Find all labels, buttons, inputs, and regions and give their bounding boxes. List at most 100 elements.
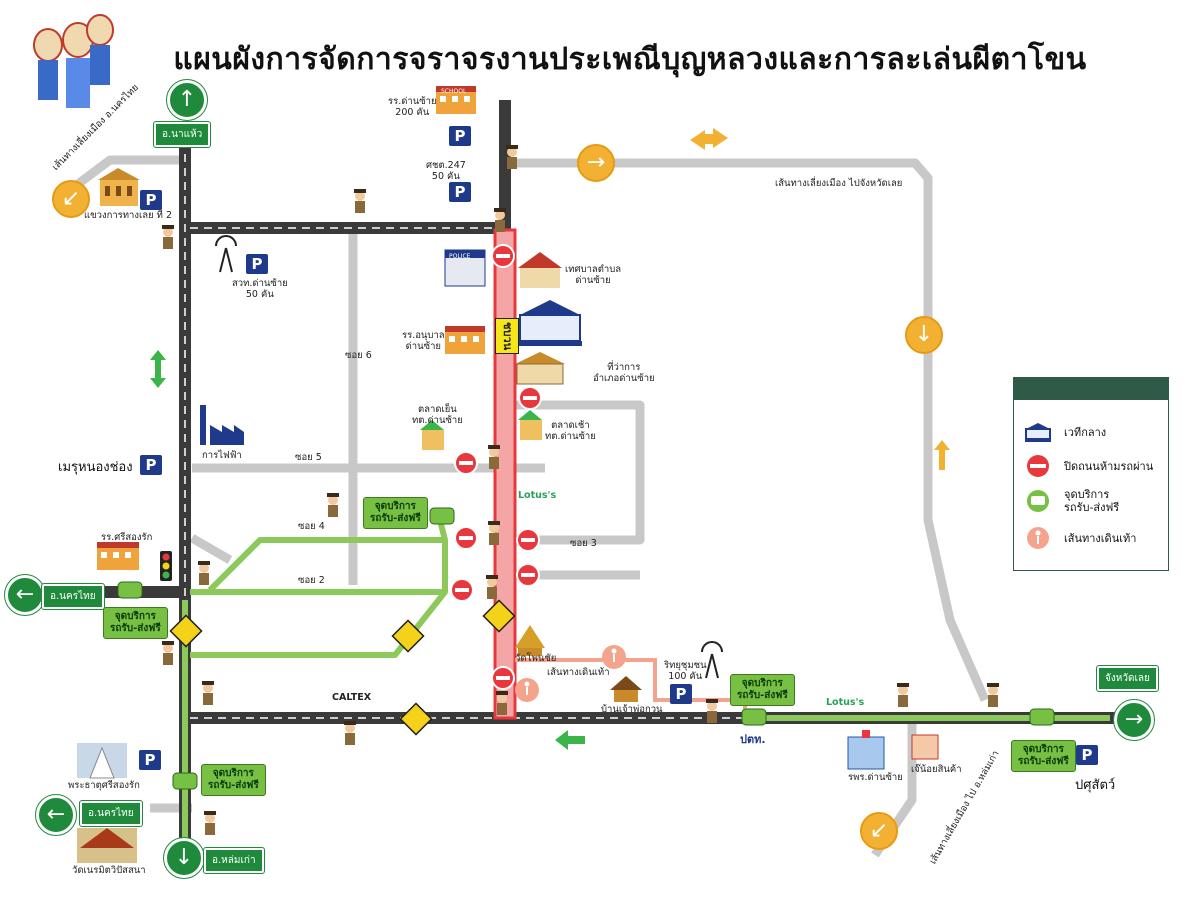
label-soi-4: ซอย 4 <box>298 521 325 532</box>
pedestrian-icon <box>602 645 626 669</box>
parking-icon: P <box>139 750 161 770</box>
label-school-badge: SCHOOL <box>441 88 467 95</box>
traffic-light-icon <box>160 551 172 581</box>
service-point: จุดบริการ รถรับ-ส่งฟรี <box>103 607 168 639</box>
label-meru: เมรุหนองช่อง <box>58 460 133 475</box>
parking-icon: P <box>140 190 162 210</box>
main-roads <box>30 100 1115 860</box>
label-soi-2: ซอย 2 <box>298 575 325 586</box>
right-arrow-icon: → <box>1113 699 1155 741</box>
label-soi-5: ซอย 5 <box>295 452 322 463</box>
police-officer-icon <box>488 521 500 545</box>
pagoda-image <box>77 743 127 779</box>
police-officer-icon <box>327 493 339 517</box>
no-entry-icon <box>1027 455 1049 477</box>
police-officer-icon <box>202 681 214 705</box>
road-dashes <box>184 140 1115 860</box>
label-wat-phon-chai: วัดโพนชัย <box>515 653 557 664</box>
shrine-building <box>610 676 642 702</box>
label-ptt: ปตท. <box>740 733 766 746</box>
label-municipality: เทศบาลตำบล ด่านซ้าย <box>565 264 622 286</box>
label-radio-station: สวท.ด่านซ้าย 50 คัน <box>232 278 288 300</box>
legend-label: เวทีกลาง <box>1064 425 1107 439</box>
parking-icon: P <box>140 455 162 475</box>
legend-row-service: จุดบริการ รถรับ-ส่งฟรี <box>1024 488 1119 514</box>
two-way-arrows-icon <box>934 440 950 470</box>
label-parade-road: ชบวน <box>495 318 519 355</box>
map-legend: เวทีกลาง ปิดถนนห้ามรถผ่าน จุดบริการ รถรั… <box>1013 377 1169 571</box>
label-evening-market: ตลาดเย็น ทต.ด่านซ้าย <box>412 404 463 426</box>
parking-icon: P <box>449 182 471 202</box>
municipality-building <box>518 252 562 288</box>
radio-tower-icon <box>215 235 237 273</box>
district-office-building <box>515 352 565 385</box>
service-point: จุดบริการ รถรับ-ส่งฟรี <box>363 497 428 529</box>
legend-label: จุดบริการ รถรับ-ส่งฟรี <box>1064 488 1120 514</box>
label-livestock: ปศุสัตว์ <box>1075 778 1116 793</box>
legend-row-closed: ปิดถนนห้ามรถผ่าน <box>1024 454 1153 478</box>
label-soi-3: ซอย 3 <box>570 538 597 549</box>
service-point: จุดบริการ รถรับ-ส่งฟรี <box>201 764 266 796</box>
two-way-arrows-icon <box>150 350 166 388</box>
police-officer-icon <box>204 811 216 835</box>
police-officer-icon <box>494 208 506 232</box>
label-phra-that: พระธาตุศรีสองรัก <box>68 780 140 791</box>
police-officer-icon <box>354 189 366 213</box>
legend-label: เส้นทางเดินเท้า <box>1064 531 1137 545</box>
label-lotus: Lotus's <box>518 490 557 501</box>
police-officer-icon <box>897 683 909 707</box>
warning-merge-icon <box>399 702 433 736</box>
pedestrian-icon <box>515 678 539 702</box>
label-walk-route: เส้นทางเดินเท้า <box>547 667 610 678</box>
police-officer-icon <box>162 225 174 249</box>
no-entry-icon <box>454 526 478 550</box>
service-point: จุดบริการ รถรับ-ส่งฟรี <box>730 674 795 706</box>
label-wat-nerammit: วัดเนรมิตวิปัสสนา <box>72 865 146 876</box>
label-chen-noi: เจ๊น้อยสินค้า <box>911 764 962 775</box>
school-icon <box>97 542 139 570</box>
road-sign-nakhon-thai: อ.นครไทย <box>79 800 143 827</box>
bus-icon <box>429 507 455 525</box>
left-arrow-icon: ↙ <box>52 180 90 218</box>
label-lotus: Lotus's <box>826 697 865 708</box>
police-officer-icon <box>496 691 508 715</box>
legend-row-walk: เส้นทางเดินเท้า <box>1024 526 1136 550</box>
no-entry-icon <box>518 386 542 410</box>
closed-markers <box>450 244 542 690</box>
highway-office-building <box>98 168 140 206</box>
two-way-arrows-icon <box>690 128 728 150</box>
legend-row-stage: เวทีกลาง <box>1024 421 1106 443</box>
label-rit-yu-chon: ริทยุชุมชน 100 คัน <box>664 660 707 682</box>
bus-icon <box>172 772 198 790</box>
label-highway-office: แขวงการทางเลย ที่ 2 <box>84 210 172 221</box>
parking-icon: P <box>449 126 471 146</box>
bus-icon <box>1027 490 1049 512</box>
police-officer-icon <box>198 561 210 585</box>
no-entry-icon <box>491 666 515 690</box>
evening-market-stall <box>420 420 444 450</box>
left-arrow-icon: ← <box>4 574 46 616</box>
school-icon <box>436 86 476 114</box>
label-school-si-song-rak: รร.ศรีสองรัก <box>101 532 153 543</box>
police-officers <box>162 145 999 835</box>
parking-icon: P <box>670 684 692 704</box>
right-arrow-icon: → <box>577 144 615 182</box>
down-arrow-icon: ↓ <box>163 837 205 879</box>
closed-road <box>493 228 517 720</box>
label-bypass-loei: เส้นทางเลี่ยงเมือง ไปจังหวัดเลย <box>775 178 903 189</box>
radio-tower-icon <box>701 641 723 679</box>
no-entry-icon <box>516 528 540 552</box>
no-entry-icon <box>454 451 478 475</box>
phi-ta-khon-mascot <box>33 14 114 108</box>
stage-icon <box>1025 423 1051 442</box>
factory-icon <box>200 405 244 445</box>
down-arrow-icon: ↙ <box>860 812 898 850</box>
warning-merge-icon <box>482 599 516 633</box>
shop-building <box>911 734 939 760</box>
label-hospital: รพร.ด่านซ้าย <box>848 772 903 783</box>
legend-header <box>1014 378 1168 400</box>
label-power-office: การไฟฟ้า <box>202 450 242 461</box>
police-station-building <box>444 249 486 287</box>
label-police-badge: POLICE <box>449 253 471 260</box>
label-district-office: ที่ว่าการ อำเภอด่านซ้าย <box>593 362 655 384</box>
